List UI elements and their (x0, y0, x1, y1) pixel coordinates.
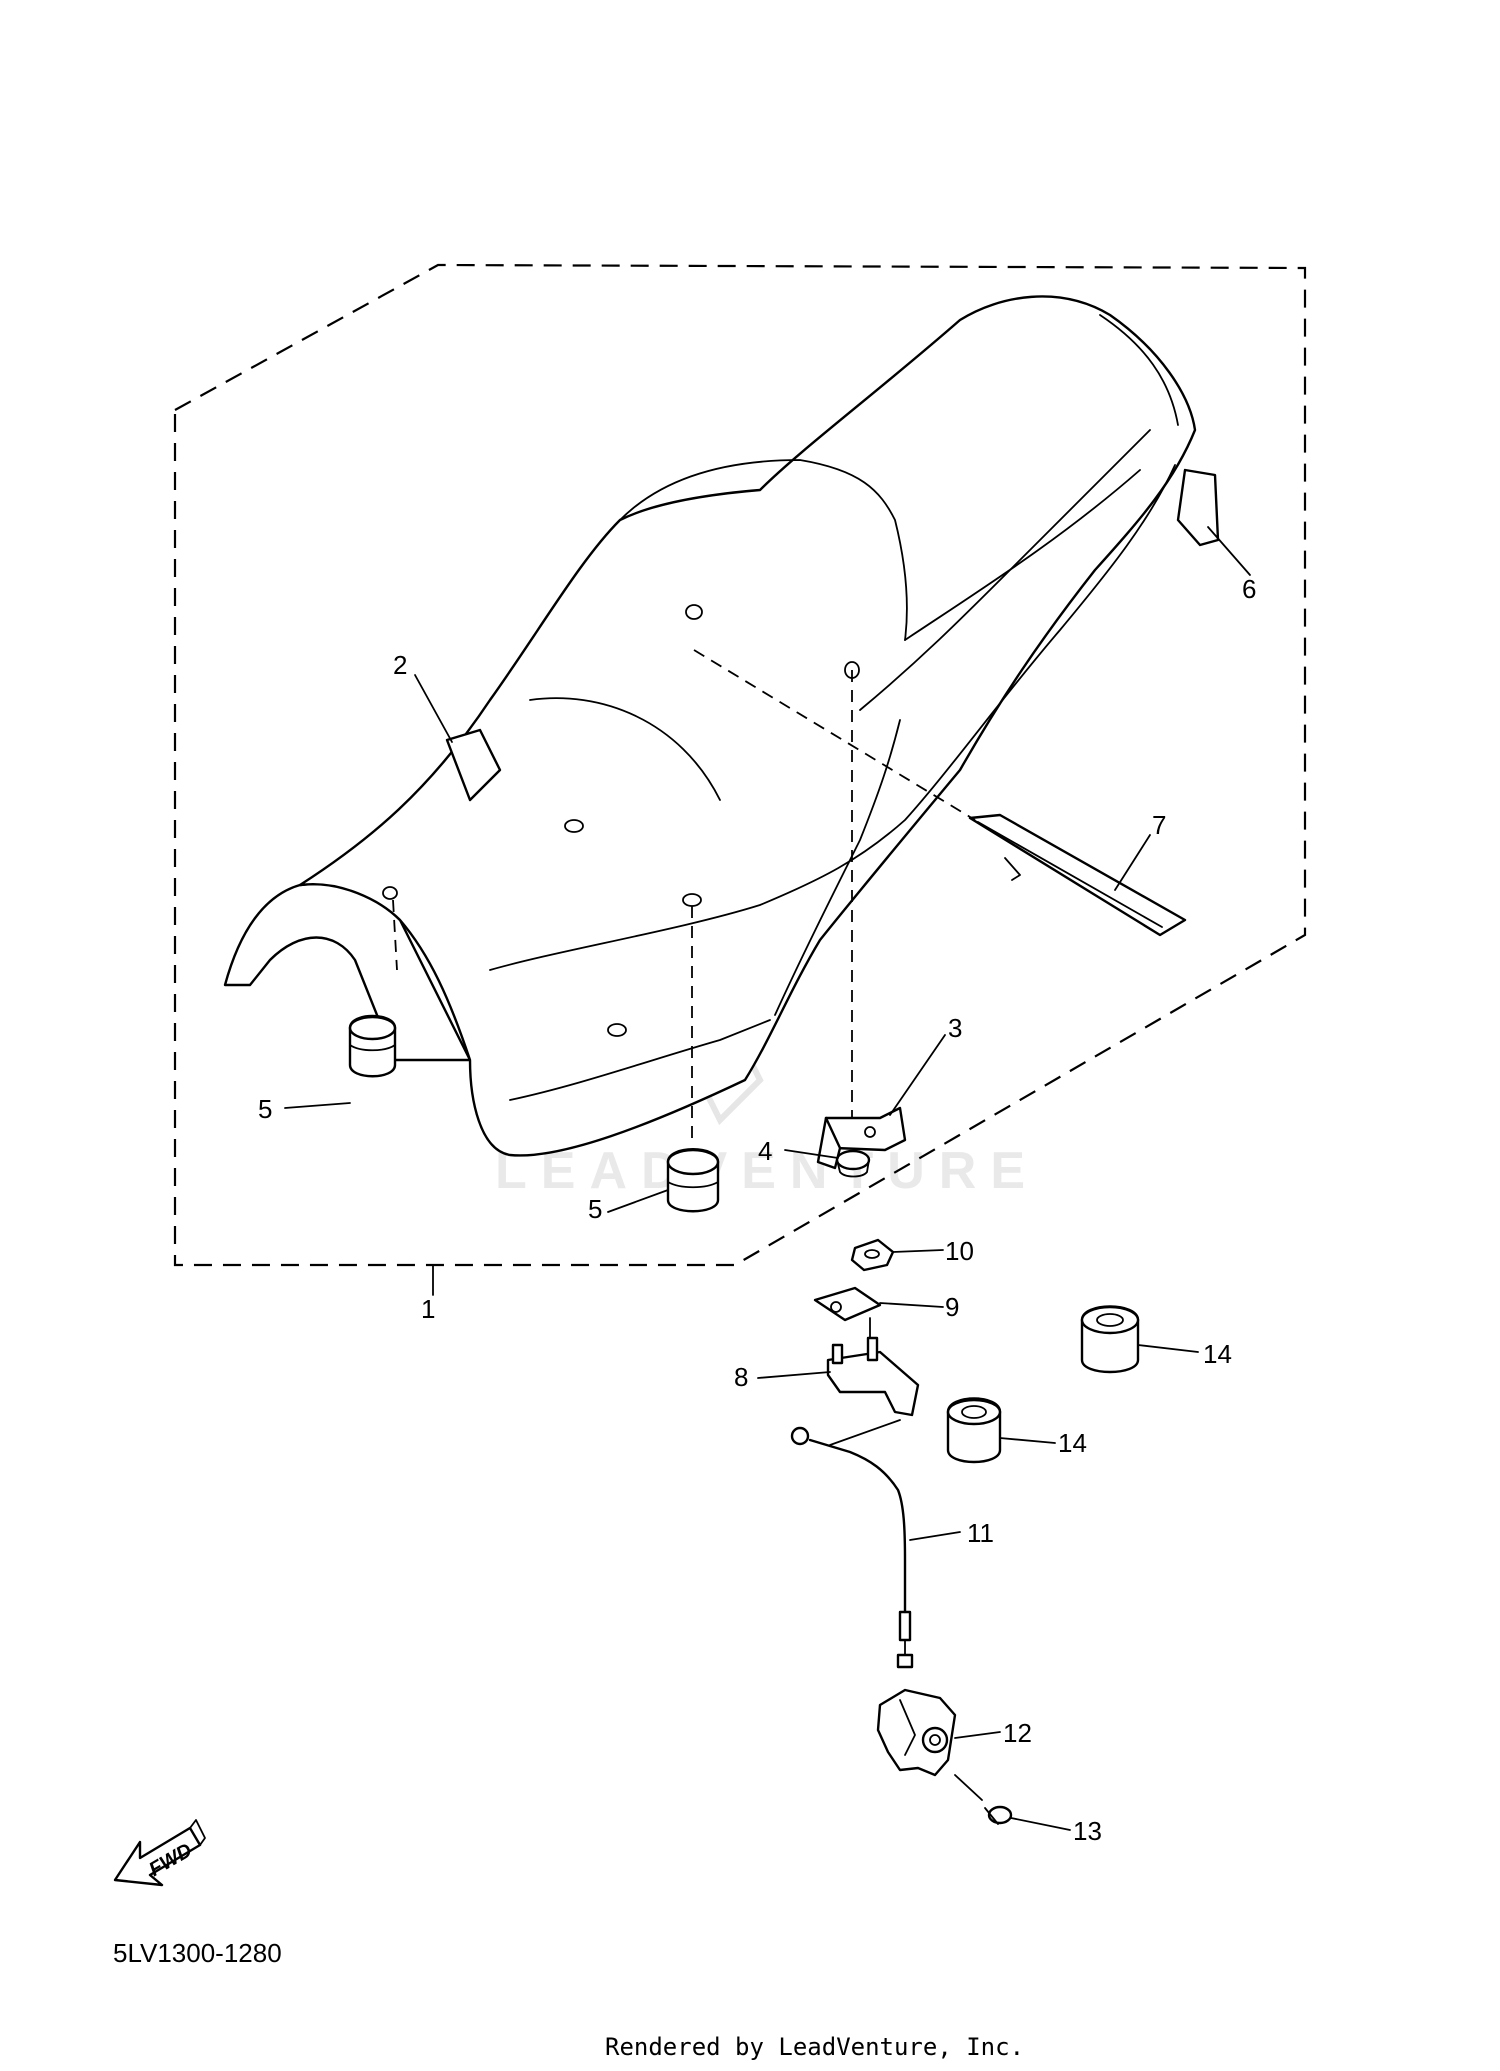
part-14-damper-lower (946, 1397, 1002, 1464)
diagram-code: 5LV1300-1280 (113, 1938, 282, 1968)
seat-bottom-edge (509, 1019, 771, 1101)
callout-7: 7 (1152, 810, 1166, 840)
part-4-grommet (835, 1149, 871, 1178)
callout-13: 13 (1073, 1816, 1102, 1846)
part-14-damper-upper (1080, 1305, 1140, 1374)
strap-guide-line (693, 649, 976, 821)
part-11-cable (790, 1419, 914, 1669)
callout-6: 6 (1242, 574, 1256, 604)
part-6-strap-end (1176, 468, 1220, 547)
callout-11: 11 (967, 1518, 994, 1548)
callout-9: 9 (945, 1292, 959, 1322)
mount-hole-side (607, 1023, 627, 1037)
fwd-arrow-icon: FWD (113, 1819, 206, 1887)
part-12-lock (876, 1688, 957, 1777)
seat-body (298, 295, 1197, 1157)
mount-hole-left (382, 886, 398, 900)
part-3-bracket (816, 1106, 907, 1170)
callout-2: 2 (393, 650, 407, 680)
callout-14-upper: 14 (1203, 1339, 1232, 1369)
part-7-strap (968, 813, 1187, 937)
seat-assembly (223, 295, 1197, 1157)
watermark-text: LEADVENTURE (495, 1142, 1039, 1200)
part-9-plate (813, 1286, 882, 1322)
seat-rear-crease (1099, 314, 1179, 426)
mount-hole-rear (685, 604, 703, 620)
callout-5-middle: 5 (588, 1194, 602, 1224)
callout-3: 3 (948, 1013, 962, 1043)
callouts: 1 2 3 4 5 5 6 7 8 9 10 11 12 13 14 14 (258, 574, 1256, 1846)
part-13-screw (954, 1774, 1013, 1825)
callout-1: 1 (421, 1294, 435, 1324)
assembly-boundary (173, 263, 1307, 1267)
callout-5-left: 5 (258, 1094, 272, 1124)
pillion-top (904, 469, 1141, 641)
pillion-outline (619, 459, 908, 641)
callout-12: 12 (1003, 1718, 1032, 1748)
part-5-damper-left (348, 1014, 397, 1078)
callout-4: 4 (758, 1136, 772, 1166)
render-credit: Rendered by LeadVenture, Inc. (605, 2033, 1024, 2061)
callout-10: 10 (945, 1236, 974, 1266)
left-damper-guide-line (392, 899, 398, 971)
seat-side-skirt (489, 464, 1176, 971)
callout-14-lower: 14 (1058, 1428, 1087, 1458)
part-2-label-patch (445, 728, 502, 802)
seat-piping (859, 429, 1151, 711)
leader-lines (284, 526, 1251, 1831)
seat-rider-crease (529, 697, 721, 801)
seat-piping-lower (774, 719, 901, 1016)
callout-8: 8 (734, 1362, 748, 1392)
mount-hole-front (564, 819, 584, 833)
part-8-latch-bracket (826, 1336, 920, 1417)
part-10-nut (850, 1238, 895, 1272)
part-5-damper-middle (666, 1148, 720, 1213)
